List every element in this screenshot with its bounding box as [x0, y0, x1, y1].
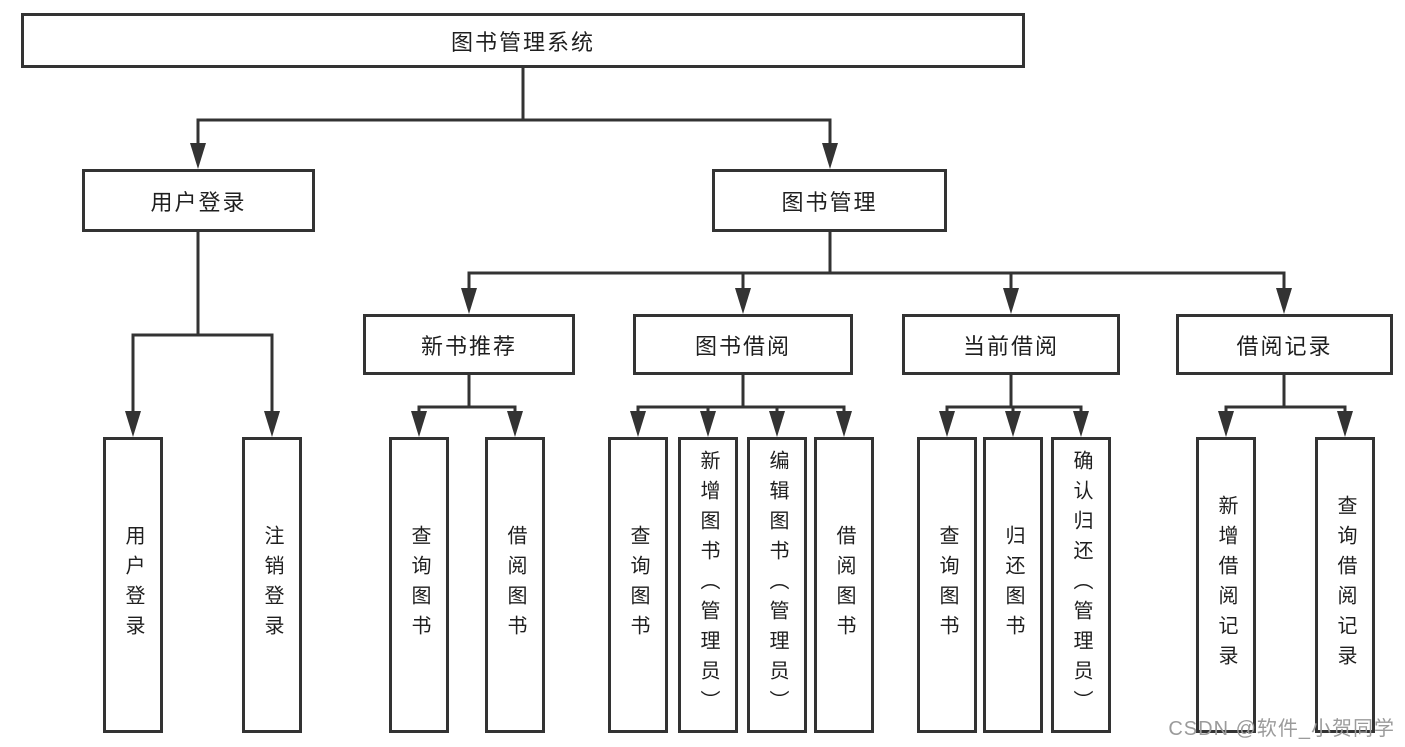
node-book-borrow: 图书借阅 [633, 314, 853, 375]
node-current-borrow-label: 当前借阅 [962, 333, 1059, 359]
leaf-logout-label: 注销登录 [261, 525, 283, 645]
leaf-borrow-query-book: 查询图书 [608, 437, 668, 733]
leaf-logout: 注销登录 [242, 437, 302, 733]
leaf-records-query-record-label: 查询借阅记录 [1334, 495, 1356, 675]
leaf-records-add-record: 新增借阅记录 [1196, 437, 1256, 733]
node-borrow-records: 借阅记录 [1176, 314, 1393, 375]
leaf-records-query-record: 查询借阅记录 [1315, 437, 1375, 733]
node-root-label: 图书管理系统 [450, 29, 595, 55]
leaf-current-confirm-return-admin: 确认归还（管理员） [1051, 437, 1111, 733]
node-borrow-records-label: 借阅记录 [1236, 333, 1333, 359]
node-current-borrow: 当前借阅 [902, 314, 1120, 375]
node-root: 图书管理系统 [21, 13, 1025, 68]
leaf-current-query-book-label: 查询图书 [936, 525, 958, 645]
leaf-borrow-add-book-admin: 新增图书（管理员） [678, 437, 738, 733]
leaf-borrow-add-book-admin-label: 新增图书（管理员） [697, 450, 719, 720]
leaf-borrow-borrow-book-label: 借阅图书 [833, 525, 855, 645]
leaf-records-add-record-label: 新增借阅记录 [1215, 495, 1237, 675]
leaf-current-return-book: 归还图书 [983, 437, 1043, 733]
leaf-user-login: 用户登录 [103, 437, 163, 733]
leaf-newbook-query-book: 查询图书 [389, 437, 449, 733]
leaf-current-return-book-label: 归还图书 [1002, 525, 1024, 645]
leaf-borrow-edit-book-admin: 编辑图书（管理员） [747, 437, 807, 733]
leaf-newbook-borrow-book-label: 借阅图书 [504, 525, 526, 645]
node-new-book-recommend-label: 新书推荐 [420, 333, 517, 359]
leaf-newbook-query-book-label: 查询图书 [408, 525, 430, 645]
leaf-borrow-edit-book-admin-label: 编辑图书（管理员） [766, 450, 788, 720]
leaf-borrow-borrow-book: 借阅图书 [814, 437, 874, 733]
node-book-management-label: 图书管理 [781, 189, 878, 215]
node-book-management: 图书管理 [712, 169, 947, 232]
csdn-watermark: CSDN @软件_小贺同学 [1168, 718, 1395, 740]
node-user-login-label: 用户登录 [150, 189, 247, 215]
leaf-user-login-label: 用户登录 [122, 525, 144, 645]
leaf-current-confirm-return-admin-label: 确认归还（管理员） [1070, 450, 1092, 720]
arrowhead-icons [125, 143, 1353, 437]
node-new-book-recommend: 新书推荐 [363, 314, 575, 375]
leaf-borrow-query-book-label: 查询图书 [627, 525, 649, 645]
node-book-borrow-label: 图书借阅 [694, 333, 791, 359]
leaf-current-query-book: 查询图书 [917, 437, 977, 733]
leaf-newbook-borrow-book: 借阅图书 [485, 437, 545, 733]
node-user-login: 用户登录 [82, 169, 315, 232]
